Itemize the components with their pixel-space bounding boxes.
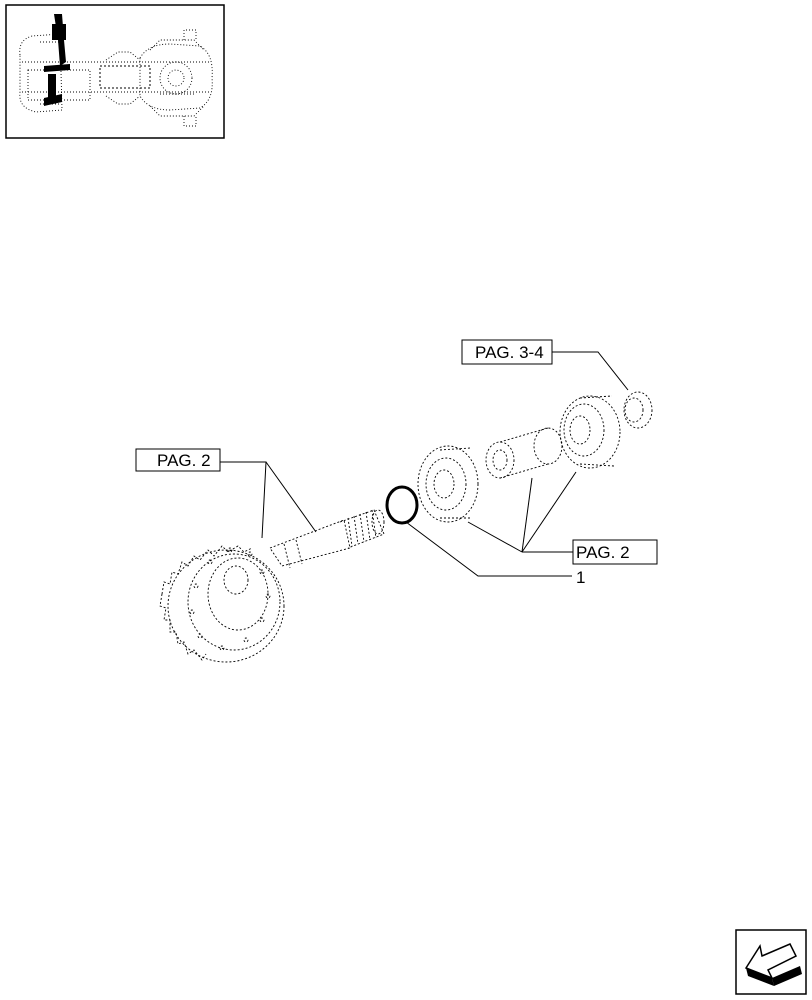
- part-number-1[interactable]: 1: [576, 568, 585, 587]
- bearing-outer: [559, 395, 621, 469]
- ref-label-left-text: PAG. 2: [157, 451, 211, 470]
- ring-gear: [159, 545, 285, 663]
- ref-label-top[interactable]: PAG. 3-4: [461, 339, 553, 365]
- axle-assembly-thumbnail-icon[interactable]: [5, 4, 225, 139]
- shim-ring: [385, 485, 419, 525]
- spacer-sleeve: [485, 427, 563, 479]
- ref-label-right-text: PAG. 2: [576, 543, 630, 562]
- leader-lines: [220, 351, 629, 577]
- small-ring: [623, 391, 653, 429]
- back-arrow-icon[interactable]: [735, 929, 807, 995]
- ref-label-left[interactable]: PAG. 2: [135, 448, 221, 472]
- bearing-inner: [417, 445, 479, 523]
- ref-label-right[interactable]: PAG. 2: [572, 539, 658, 565]
- ref-label-top-text: PAG. 3-4: [475, 343, 544, 362]
- pinion-shaft: [269, 509, 385, 569]
